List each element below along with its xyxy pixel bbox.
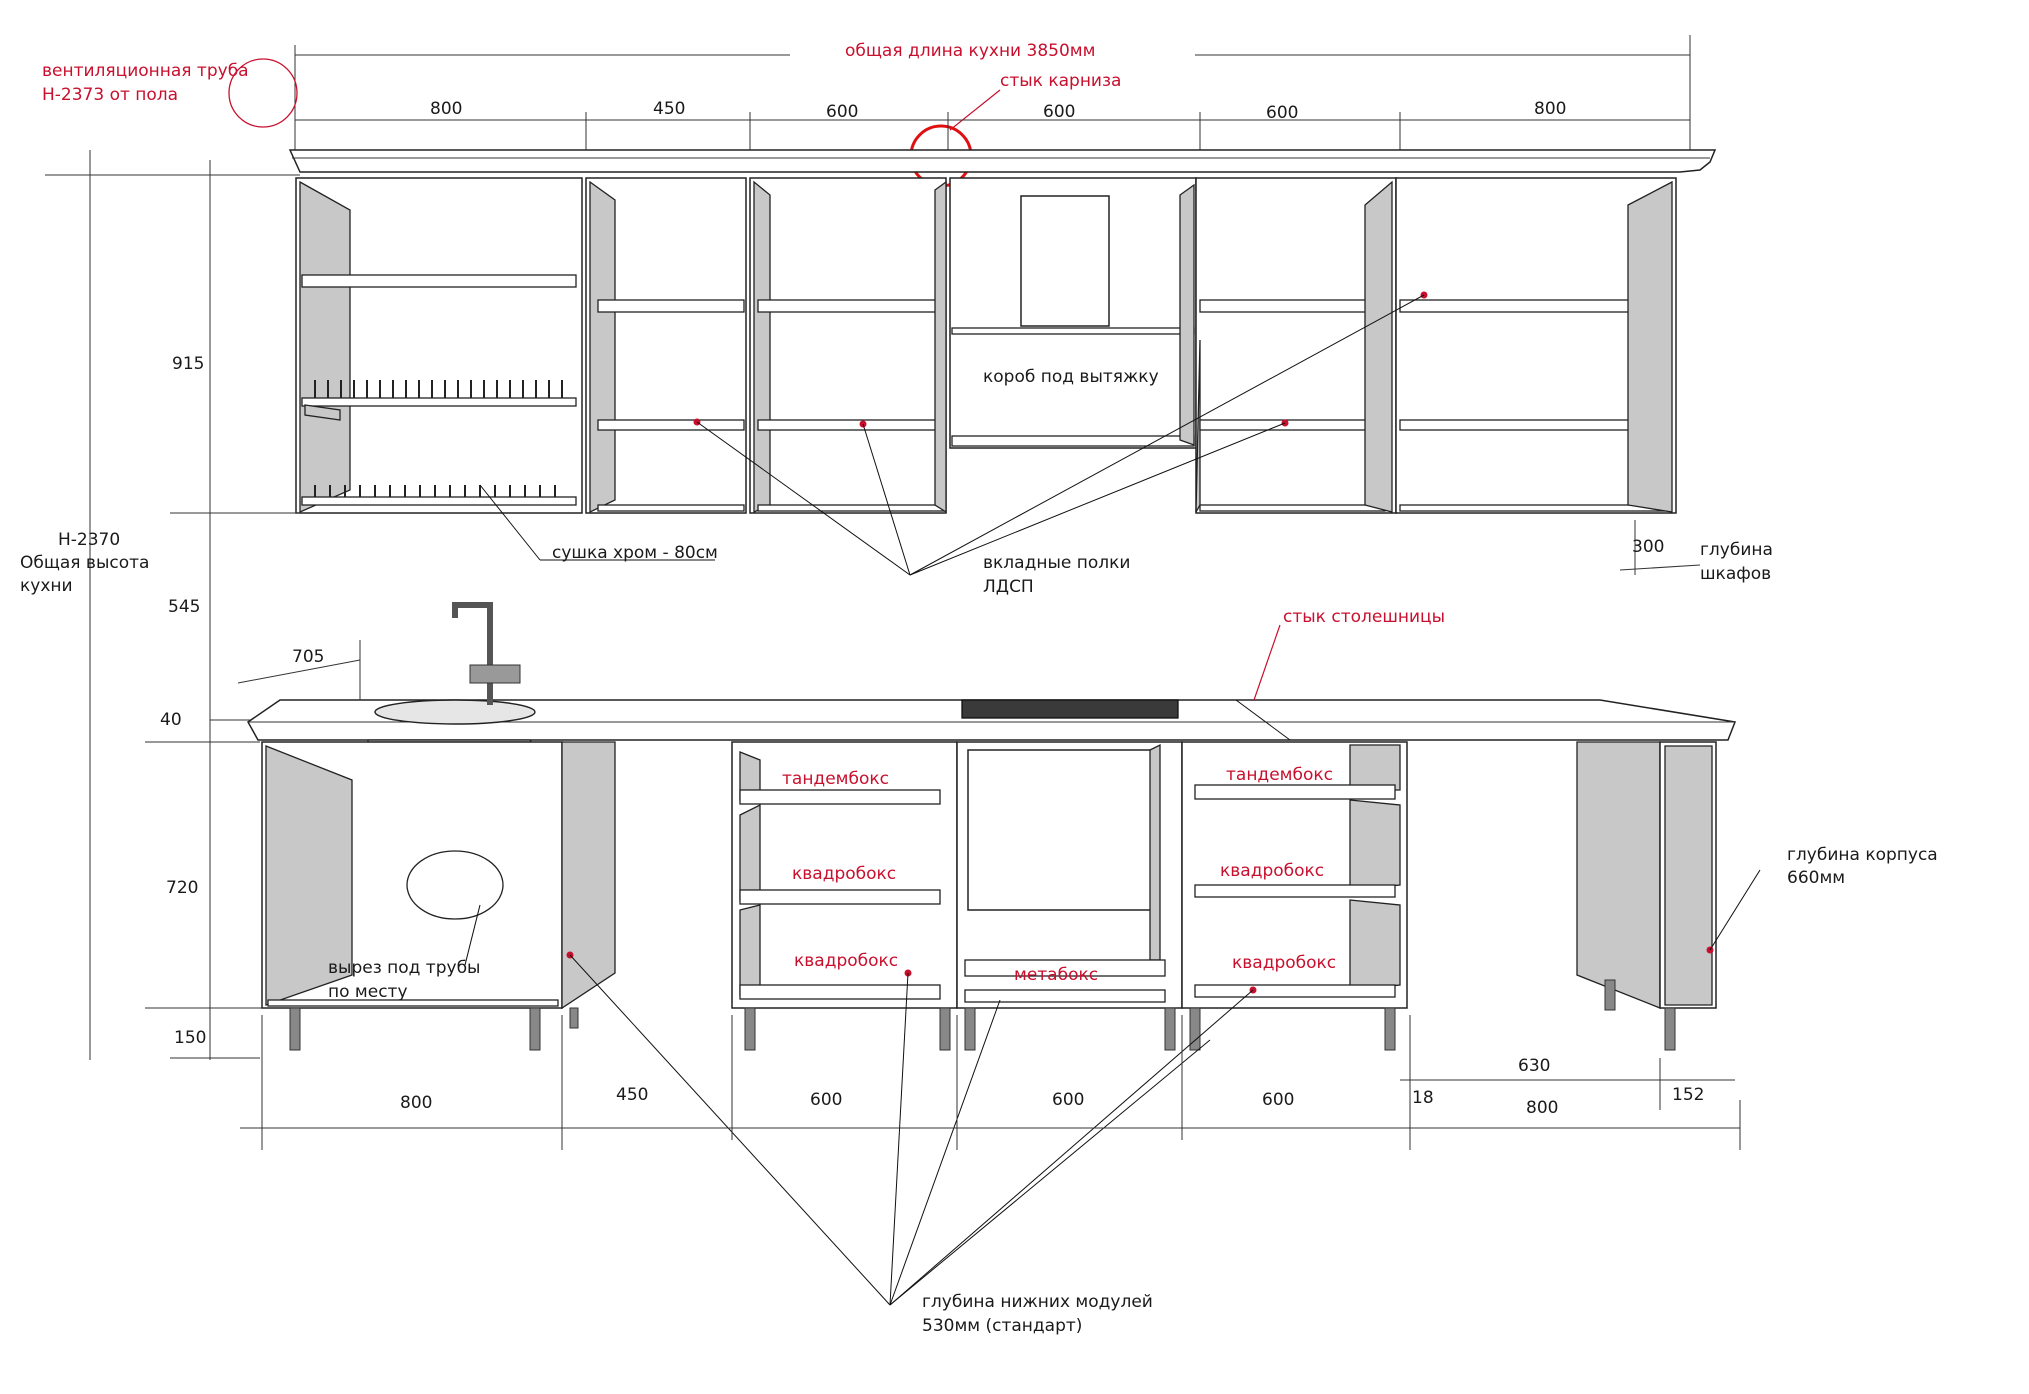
total-length-dimension: общая длина кухни 3850мм [294,35,1691,160]
upper-width-4: 600 [1043,102,1075,122]
quadrobox-label-2: квадробокс [794,951,898,971]
cooktop [961,699,1179,719]
upper-width-dimensions: 800 450 600 600 600 800 [295,99,1690,150]
lower-width-3: 600 [810,1090,842,1110]
upper-cabinet-1 [295,177,583,514]
base-height-dim: 720 [166,878,198,898]
vent-pipe-note: вентиляционная труба H-2373 от пола [42,58,298,128]
countertop-joint-note: стык столешницы [1235,607,1445,741]
tandembox-label-2: тандембокс [1226,765,1333,785]
cabinet-legs [289,979,1676,1051]
total-height-label-2: Общая высота [20,553,149,573]
lower-width-2: 450 [616,1085,648,1105]
end-panel-depth-dim: 630 [1518,1056,1550,1076]
countertop-joint-label: стык столешницы [1283,607,1445,627]
total-height-label-1: H-2370 [58,530,120,550]
vent-pipe-circle [228,58,298,128]
quadrobox-label-1: квадробокс [792,864,896,884]
vent-pipe-label-1: вентиляционная труба [42,61,249,81]
lower-cabinet-end: глубина корпуса 660мм [1576,741,1938,1009]
total-height-label-3: кухни [20,576,73,596]
pipe-cutout-label-1: вырез под трубы [328,958,480,978]
cornice [288,149,1717,173]
lower-width-dimensions: 800 450 600 600 600 800 630 18 152 [240,1015,1741,1150]
leg-height-dim: 150 [174,1028,206,1048]
lower-cabinet-drawers-2: тандембокс квадробокс квадробокс [1181,741,1408,1009]
tandembox-label-1: тандембокс [782,769,889,789]
upper-cabinets: короб под вытяжку [295,177,1677,514]
depth-cabinets-value: 300 [1632,537,1664,557]
lower-cabinet-drawers-1: тандембокс квадробокс квадробокс [731,741,958,1009]
inset-shelves-label-2: ЛДСП [983,577,1034,597]
lower-depth-label-2: 530мм (стандарт) [922,1316,1082,1336]
lower-cabinet-oven: метабокс [956,741,1183,1009]
lower-width-1: 800 [400,1093,432,1113]
upper-width-3: 600 [826,102,858,122]
lower-width-5: 600 [1262,1090,1294,1110]
depth-cabinets-label-1: глубина [1700,540,1773,560]
sink-bowl [374,699,536,725]
hood-box-label: короб под вытяжку [983,367,1159,387]
lower-width-4: 600 [1052,1090,1084,1110]
lower-open-450 [561,741,616,1010]
upper-annotations: сушка хром - 80см вкладные полки ЛДСП 30… [479,291,1773,597]
inset-shelves-label-1: вкладные полки [983,553,1130,573]
upper-cabinet-6 [1395,177,1677,514]
lower-depth-label-1: глубина нижних модулей [922,1292,1153,1312]
body-depth-label-2: 660мм [1787,868,1845,888]
cornice-joint-label: стык карниза [1000,71,1121,91]
lower-cabinet-sink: вырез под трубы по месту [261,741,563,1009]
lower-cabinets: вырез под трубы по месту тандембокс квад… [261,741,1938,1010]
quadrobox-label-4: квадробокс [1232,953,1336,973]
total-length-label: общая длина кухни 3850мм [845,41,1095,61]
body-depth-label-1: глубина корпуса [1787,845,1938,865]
upper-height-dim: 915 [172,354,204,374]
upper-cabinet-3 [749,177,947,514]
height-dimensions: 915 545 40 720 150 H-2370 Общая высота к… [20,150,300,1060]
lower-width-6: 800 [1526,1098,1558,1118]
end-offset-dim: 152 [1672,1085,1704,1105]
upper-width-5: 600 [1266,103,1298,123]
sink-offset-dim: 705 [292,647,324,667]
lower-depth-note: глубина нижних модулей 530мм (стандарт) [569,954,1254,1336]
countertop-thickness-dim: 40 [160,710,182,730]
upper-cabinet-hood: короб под вытяжку [949,177,1197,449]
depth-cabinets-label-2: шкафов [1700,564,1771,584]
upper-width-2: 450 [653,99,685,119]
vent-pipe-label-2: H-2373 от пола [42,85,178,105]
upper-cabinet-2 [585,177,747,514]
dryer-label: сушка хром - 80см [552,543,718,563]
gap-height-dim: 545 [168,597,200,617]
upper-width-1: 800 [430,99,462,119]
pipe-cutout-label-2: по месту [328,982,408,1002]
metabox-label: метабокс [1014,965,1098,985]
upper-cabinet-5 [1195,177,1397,514]
upper-width-6: 800 [1534,99,1566,119]
side-thickness-dim: 18 [1412,1088,1434,1108]
quadrobox-label-3: квадробокс [1220,861,1324,881]
pipe-cutout [406,850,504,920]
faucet [452,602,493,705]
